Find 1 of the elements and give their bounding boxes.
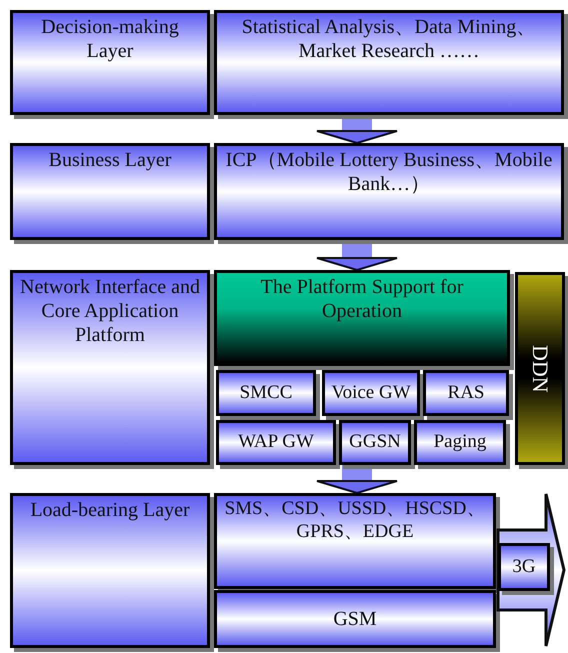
block-arrow [316, 465, 398, 494]
